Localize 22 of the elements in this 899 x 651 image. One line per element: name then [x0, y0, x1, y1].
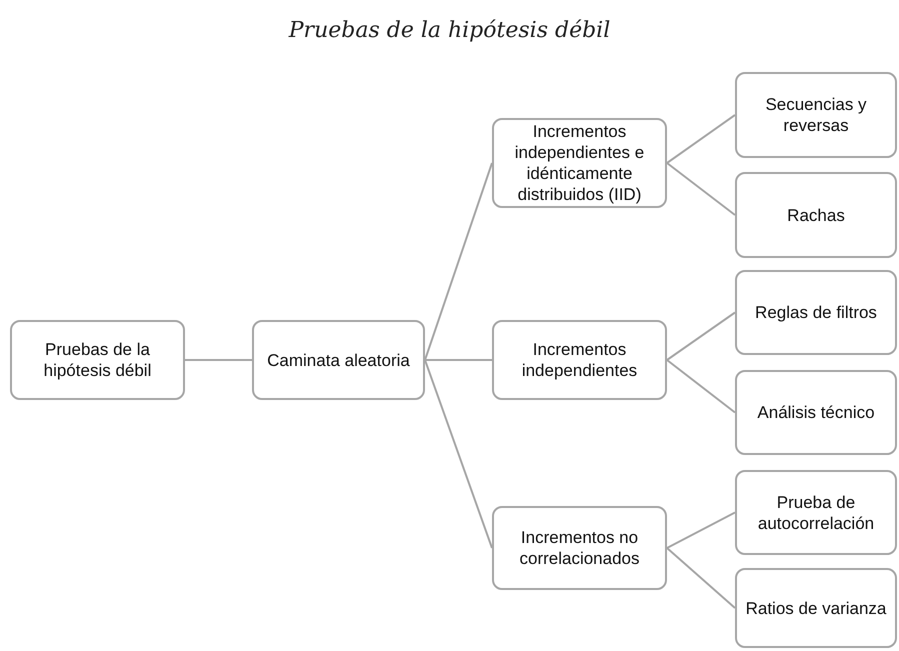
tree-node-box: Incrementos no correlacionados	[492, 506, 667, 590]
connector-line	[666, 312, 736, 361]
tree-node-box: Reglas de filtros	[735, 270, 897, 355]
connector-line	[666, 114, 736, 164]
tree-node-box: Prueba de autocorrelación	[735, 470, 897, 555]
connector-line	[666, 162, 736, 216]
connector-line	[425, 359, 492, 361]
connector-line	[666, 547, 736, 609]
tree-node-box: Rachas	[735, 172, 897, 258]
tree-node-box: Ratios de varianza	[735, 568, 897, 648]
connector-line	[185, 359, 252, 361]
connector-line	[666, 512, 736, 549]
tree-node-box: Análisis técnico	[735, 370, 897, 455]
connector-line	[666, 359, 736, 414]
tree-node-box: Incrementos independientes	[492, 320, 667, 400]
connector-line	[424, 162, 493, 360]
connector-line	[424, 360, 493, 548]
tree-node-box: Caminata aleatoria	[252, 320, 425, 400]
tree-node-box: Pruebas de la hipótesis débil	[10, 320, 185, 400]
diagram-title: Pruebas de la hipótesis débil	[288, 17, 612, 45]
tree-node-box: Incrementos independientes e idénticamente distribuidos (IID)	[492, 118, 667, 208]
tree-node-box: Secuencias y reversas	[735, 72, 897, 158]
